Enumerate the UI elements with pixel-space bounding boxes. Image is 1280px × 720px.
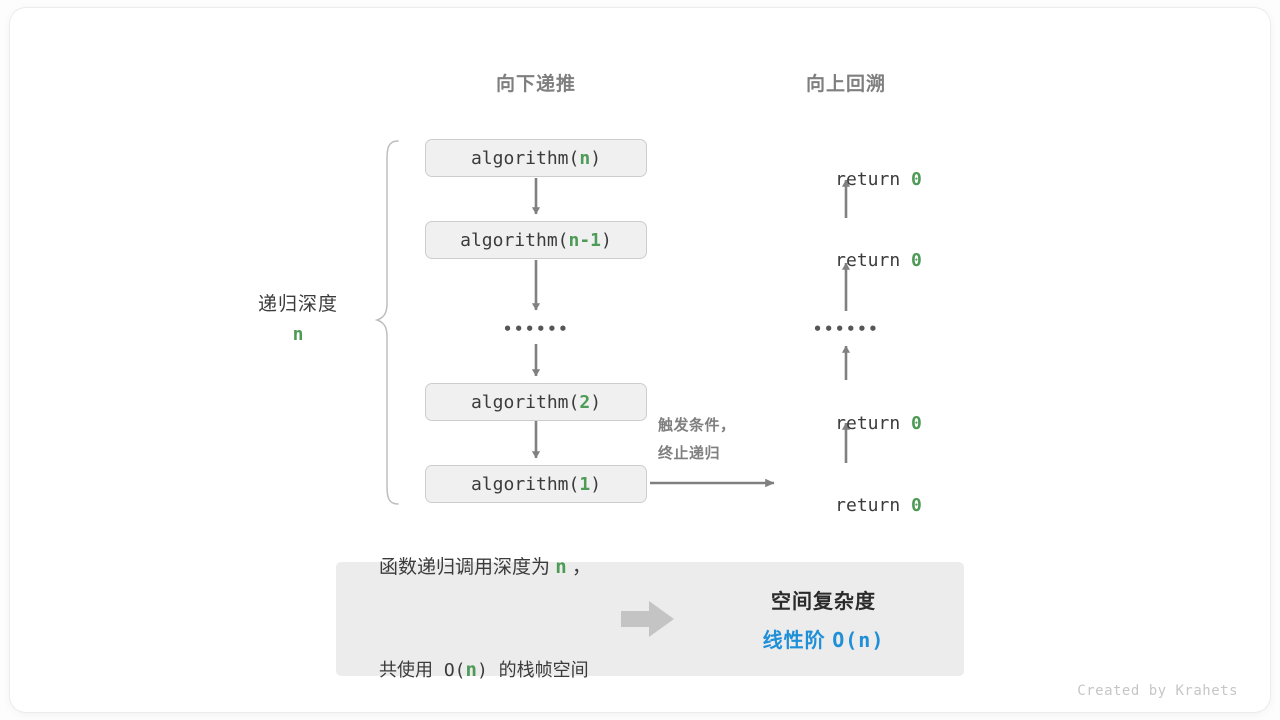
- call-frame-prefix: algorithm(: [470, 147, 580, 169]
- footer-credit: Created by Krahets: [1077, 683, 1238, 699]
- summary-line-2: 共使用 O(n) 的栈帧空间: [379, 653, 591, 688]
- call-frame-arg: 1: [579, 473, 591, 495]
- recursion-depth-text: 递归深度: [257, 294, 339, 315]
- return-keyword: return: [835, 495, 912, 516]
- column-header-return-up: 向上回溯: [805, 74, 887, 95]
- summary-line2-a: 共使用 O(: [379, 660, 466, 681]
- call-frame-arg: 2: [579, 391, 591, 413]
- return-keyword: return: [835, 250, 912, 271]
- call-frame-suffix: ): [590, 391, 602, 413]
- return-keyword: return: [835, 413, 912, 434]
- call-frame-prefix: algorithm(: [470, 391, 580, 413]
- recursion-depth-value: n: [292, 324, 304, 345]
- summary-line1-a: 函数递归调用深度为: [379, 557, 556, 578]
- implies-arrow-icon: [621, 601, 675, 637]
- complexity-notation: O(n): [832, 628, 885, 652]
- base-case-note-line2: 终止递归: [658, 445, 721, 462]
- return-statement: return 0: [770, 474, 922, 537]
- return-value: 0: [911, 250, 922, 271]
- return-keyword: return: [835, 169, 912, 190]
- space-complexity-value: 线性阶 O(n): [703, 624, 944, 653]
- complexity-order-label: 线性阶: [762, 630, 833, 652]
- summary-line2-n: n: [465, 659, 477, 681]
- return-ellipsis: ••••••: [812, 320, 880, 338]
- summary-conclusion: 空间复杂度 线性阶 O(n): [703, 585, 964, 653]
- call-frame-box: algorithm(2): [425, 383, 647, 421]
- recursion-depth-label: 递归深度 n: [258, 289, 338, 345]
- summary-line1-n: n: [555, 556, 567, 578]
- call-frame-box: algorithm(n-1): [425, 221, 647, 259]
- return-statement: return 0: [770, 229, 922, 292]
- space-complexity-title: 空间复杂度: [771, 591, 876, 613]
- call-frame-prefix: algorithm(: [460, 229, 569, 251]
- call-frame-suffix: ): [601, 229, 612, 251]
- call-frame-suffix: ): [590, 473, 602, 495]
- call-frame-prefix: algorithm(: [470, 473, 580, 495]
- return-value: 0: [911, 413, 922, 434]
- figure-card: 向下递推 向上回溯: [10, 8, 1270, 712]
- call-frame-box: algorithm(n): [425, 139, 647, 177]
- call-frame-arg: n: [579, 147, 591, 169]
- return-statement: return 0: [770, 148, 922, 211]
- summary-line1-b: ，: [566, 557, 592, 578]
- base-case-note-line1: 触发条件，: [658, 417, 736, 434]
- return-value: 0: [911, 169, 922, 190]
- column-header-recurse-down: 向下递推: [495, 74, 577, 95]
- call-frame-suffix: ): [590, 147, 602, 169]
- summary-line-1: 函数递归调用深度为 n ，: [379, 550, 591, 585]
- summary-line2-b: ) 的栈帧空间: [476, 660, 589, 681]
- return-value: 0: [911, 495, 922, 516]
- call-frame-box: algorithm(1): [425, 465, 647, 503]
- summary-description: 函数递归调用深度为 n ， 共使用 O(n) 的栈帧空间: [379, 482, 591, 720]
- return-statement: return 0: [770, 392, 922, 455]
- call-frame-arg: n-1: [568, 229, 602, 251]
- summary-panel: 函数递归调用深度为 n ， 共使用 O(n) 的栈帧空间 空间复杂度 线性阶 O…: [336, 556, 964, 681]
- call-stack-ellipsis: ••••••: [502, 320, 570, 338]
- base-case-note: 触发条件， 终止递归: [658, 412, 788, 468]
